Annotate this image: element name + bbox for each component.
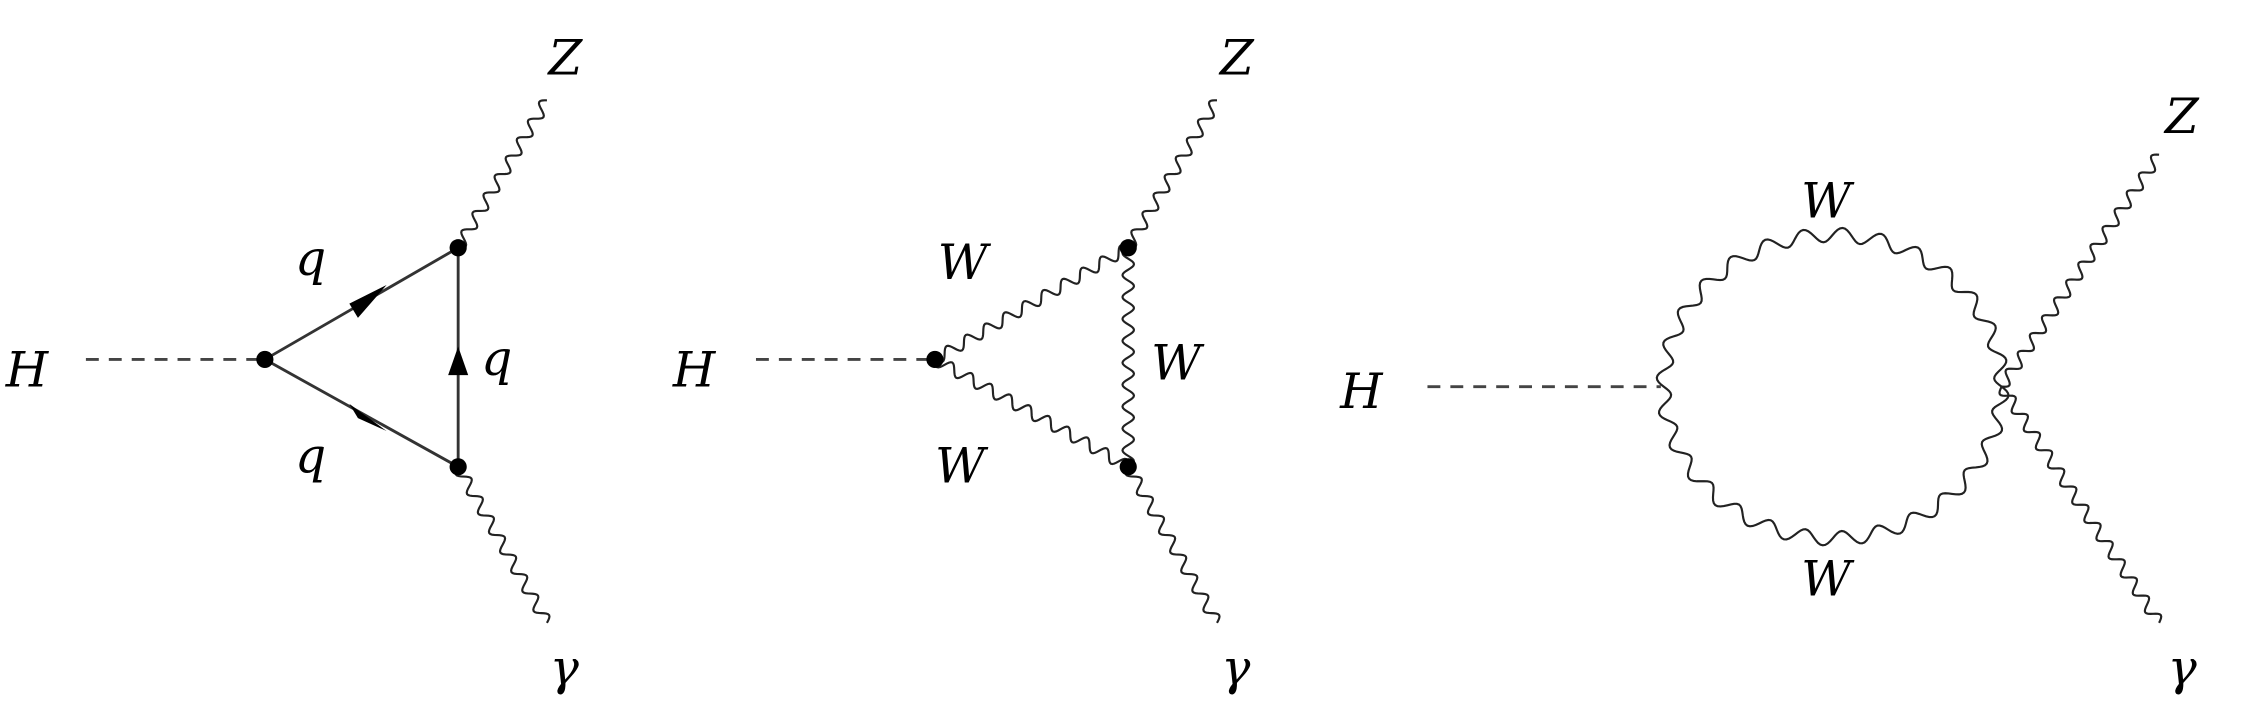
arrow-right bbox=[448, 346, 469, 376]
label-higgs: H bbox=[672, 343, 717, 399]
w-line-lower bbox=[933, 359, 1130, 467]
photon-line bbox=[1998, 386, 2163, 624]
label-q-lower: q bbox=[295, 429, 326, 485]
label-w-upper: W bbox=[1801, 174, 1855, 230]
label-w-upper: W bbox=[938, 235, 992, 291]
diagram-w-triangle: H Z γ W W W bbox=[672, 31, 1255, 697]
vertex bbox=[256, 350, 274, 369]
label-z: Z bbox=[1218, 31, 1255, 87]
label-z: Z bbox=[2163, 89, 2200, 145]
photon-line bbox=[454, 466, 551, 624]
label-w-lower: W bbox=[1801, 552, 1855, 608]
label-higgs: H bbox=[1339, 364, 1384, 420]
vertex bbox=[449, 239, 467, 257]
label-gamma: γ bbox=[1221, 640, 1251, 696]
diagram-w-bubble: H Z γ W W bbox=[1339, 89, 2200, 696]
vertex bbox=[926, 350, 944, 369]
z-boson-line bbox=[458, 99, 547, 249]
w-line-right bbox=[1121, 246, 1136, 468]
label-w-right: W bbox=[1151, 335, 1205, 391]
label-gamma: γ bbox=[550, 640, 580, 696]
label-gamma: γ bbox=[2168, 640, 2198, 696]
label-w-lower: W bbox=[935, 439, 989, 495]
z-boson-line bbox=[1128, 99, 1218, 249]
vertex bbox=[449, 458, 467, 476]
label-higgs: H bbox=[5, 343, 50, 399]
w-line-upper bbox=[934, 244, 1129, 364]
vertex bbox=[1119, 239, 1137, 257]
arrow-upper bbox=[349, 284, 387, 318]
label-q-upper: q bbox=[295, 231, 326, 287]
w-loop bbox=[1655, 226, 2010, 547]
label-z: Z bbox=[546, 31, 583, 87]
z-boson-line bbox=[2001, 153, 2160, 388]
vertex bbox=[1119, 458, 1137, 476]
diagram-quark-loop: H Z γ q q q bbox=[5, 31, 584, 697]
label-q-right: q bbox=[481, 331, 512, 387]
photon-line bbox=[1124, 466, 1221, 624]
